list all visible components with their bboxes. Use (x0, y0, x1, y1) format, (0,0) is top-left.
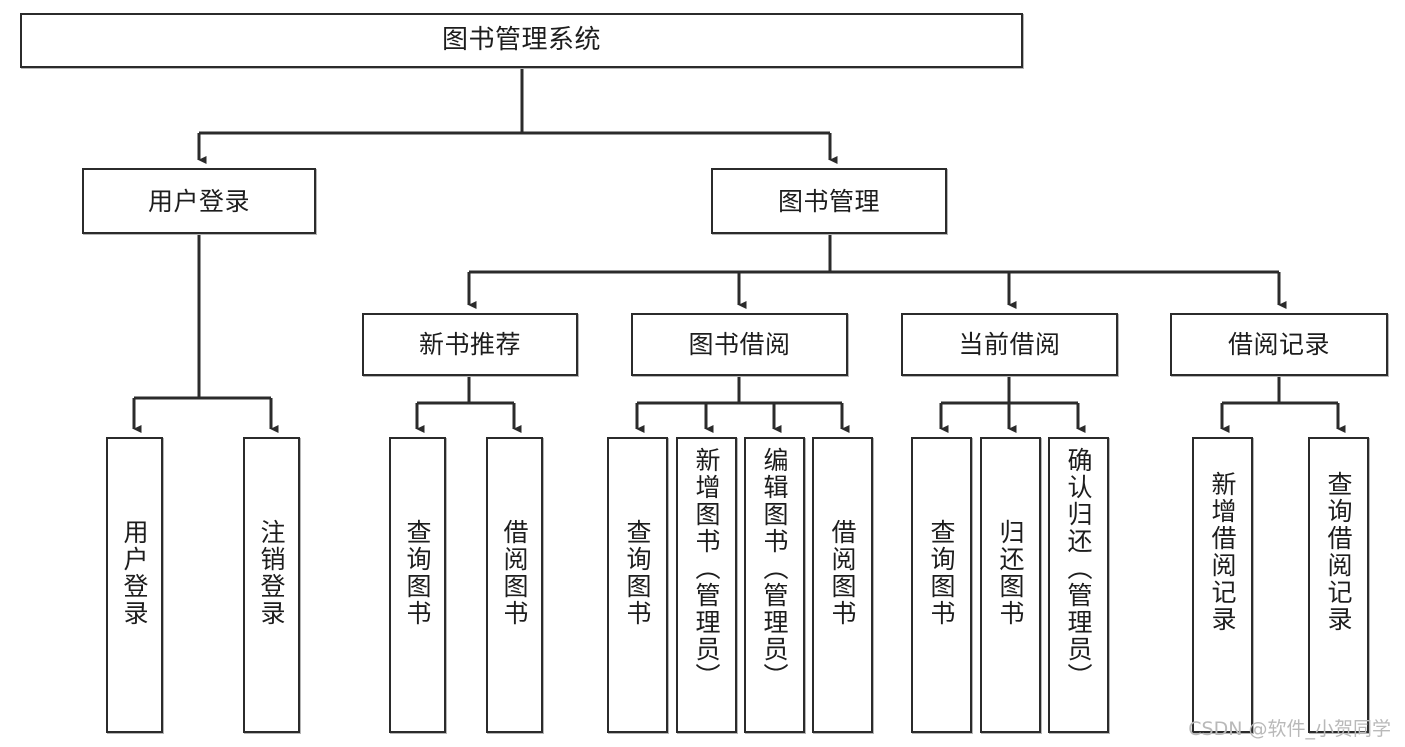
node-book-borrow-label: 图书借阅 (688, 330, 791, 359)
node-leaf-query-book-2-label: 查询图书 (623, 519, 652, 627)
node-new-book-recommend[interactable]: 新书推荐 (362, 313, 578, 376)
node-book-manage[interactable]: 图书管理 (711, 168, 947, 234)
node-leaf-borrow-book-1-label: 借阅图书 (500, 519, 529, 627)
node-book-borrow[interactable]: 图书借阅 (631, 313, 848, 376)
node-leaf-add-book[interactable]: 新增图书（管理员） (676, 437, 737, 733)
node-current-borrow-label: 当前借阅 (958, 330, 1061, 359)
node-leaf-edit-book-label: 编辑图书（管理员） (760, 447, 789, 690)
node-leaf-query-book-2[interactable]: 查询图书 (607, 437, 668, 733)
node-leaf-add-book-label: 新增图书（管理员） (692, 447, 721, 690)
node-leaf-query-book-1-label: 查询图书 (403, 519, 432, 627)
node-root[interactable]: 图书管理系统 (20, 13, 1023, 68)
node-borrow-record-label: 借阅记录 (1227, 330, 1330, 359)
node-leaf-edit-book[interactable]: 编辑图书（管理员） (744, 437, 805, 733)
node-leaf-query-record[interactable]: 查询借阅记录 (1308, 437, 1369, 733)
node-user-login[interactable]: 用户登录 (82, 168, 316, 234)
node-user-login-label: 用户登录 (147, 186, 250, 216)
node-leaf-borrow-book-1[interactable]: 借阅图书 (486, 437, 543, 733)
node-root-label: 图书管理系统 (441, 25, 601, 56)
node-leaf-query-book-1[interactable]: 查询图书 (389, 437, 446, 733)
node-leaf-query-book-3[interactable]: 查询图书 (911, 437, 972, 733)
node-leaf-return-book[interactable]: 归还图书 (980, 437, 1041, 733)
node-book-manage-label: 图书管理 (777, 186, 880, 216)
node-leaf-borrow-book-2-label: 借阅图书 (828, 519, 857, 627)
node-leaf-query-record-label: 查询借阅记录 (1324, 471, 1353, 633)
node-leaf-add-record[interactable]: 新增借阅记录 (1192, 437, 1253, 733)
node-leaf-return-book-label: 归还图书 (996, 519, 1025, 627)
node-new-book-recommend-label: 新书推荐 (418, 330, 521, 359)
watermark-text: CSDN @软件_小贺同学 (1188, 718, 1391, 740)
node-leaf-user-logout-label: 注销登录 (257, 519, 286, 627)
node-leaf-borrow-book-2[interactable]: 借阅图书 (812, 437, 873, 733)
node-leaf-user-logout[interactable]: 注销登录 (243, 437, 300, 733)
node-leaf-user-login-label: 用户登录 (120, 519, 149, 627)
node-leaf-add-record-label: 新增借阅记录 (1208, 471, 1237, 633)
node-leaf-user-login[interactable]: 用户登录 (106, 437, 163, 733)
node-leaf-confirm-return[interactable]: 确认归还（管理员） (1048, 437, 1109, 733)
node-current-borrow[interactable]: 当前借阅 (901, 313, 1118, 376)
node-leaf-confirm-return-label: 确认归还（管理员） (1064, 447, 1093, 690)
node-borrow-record[interactable]: 借阅记录 (1170, 313, 1388, 376)
node-leaf-query-book-3-label: 查询图书 (927, 519, 956, 627)
